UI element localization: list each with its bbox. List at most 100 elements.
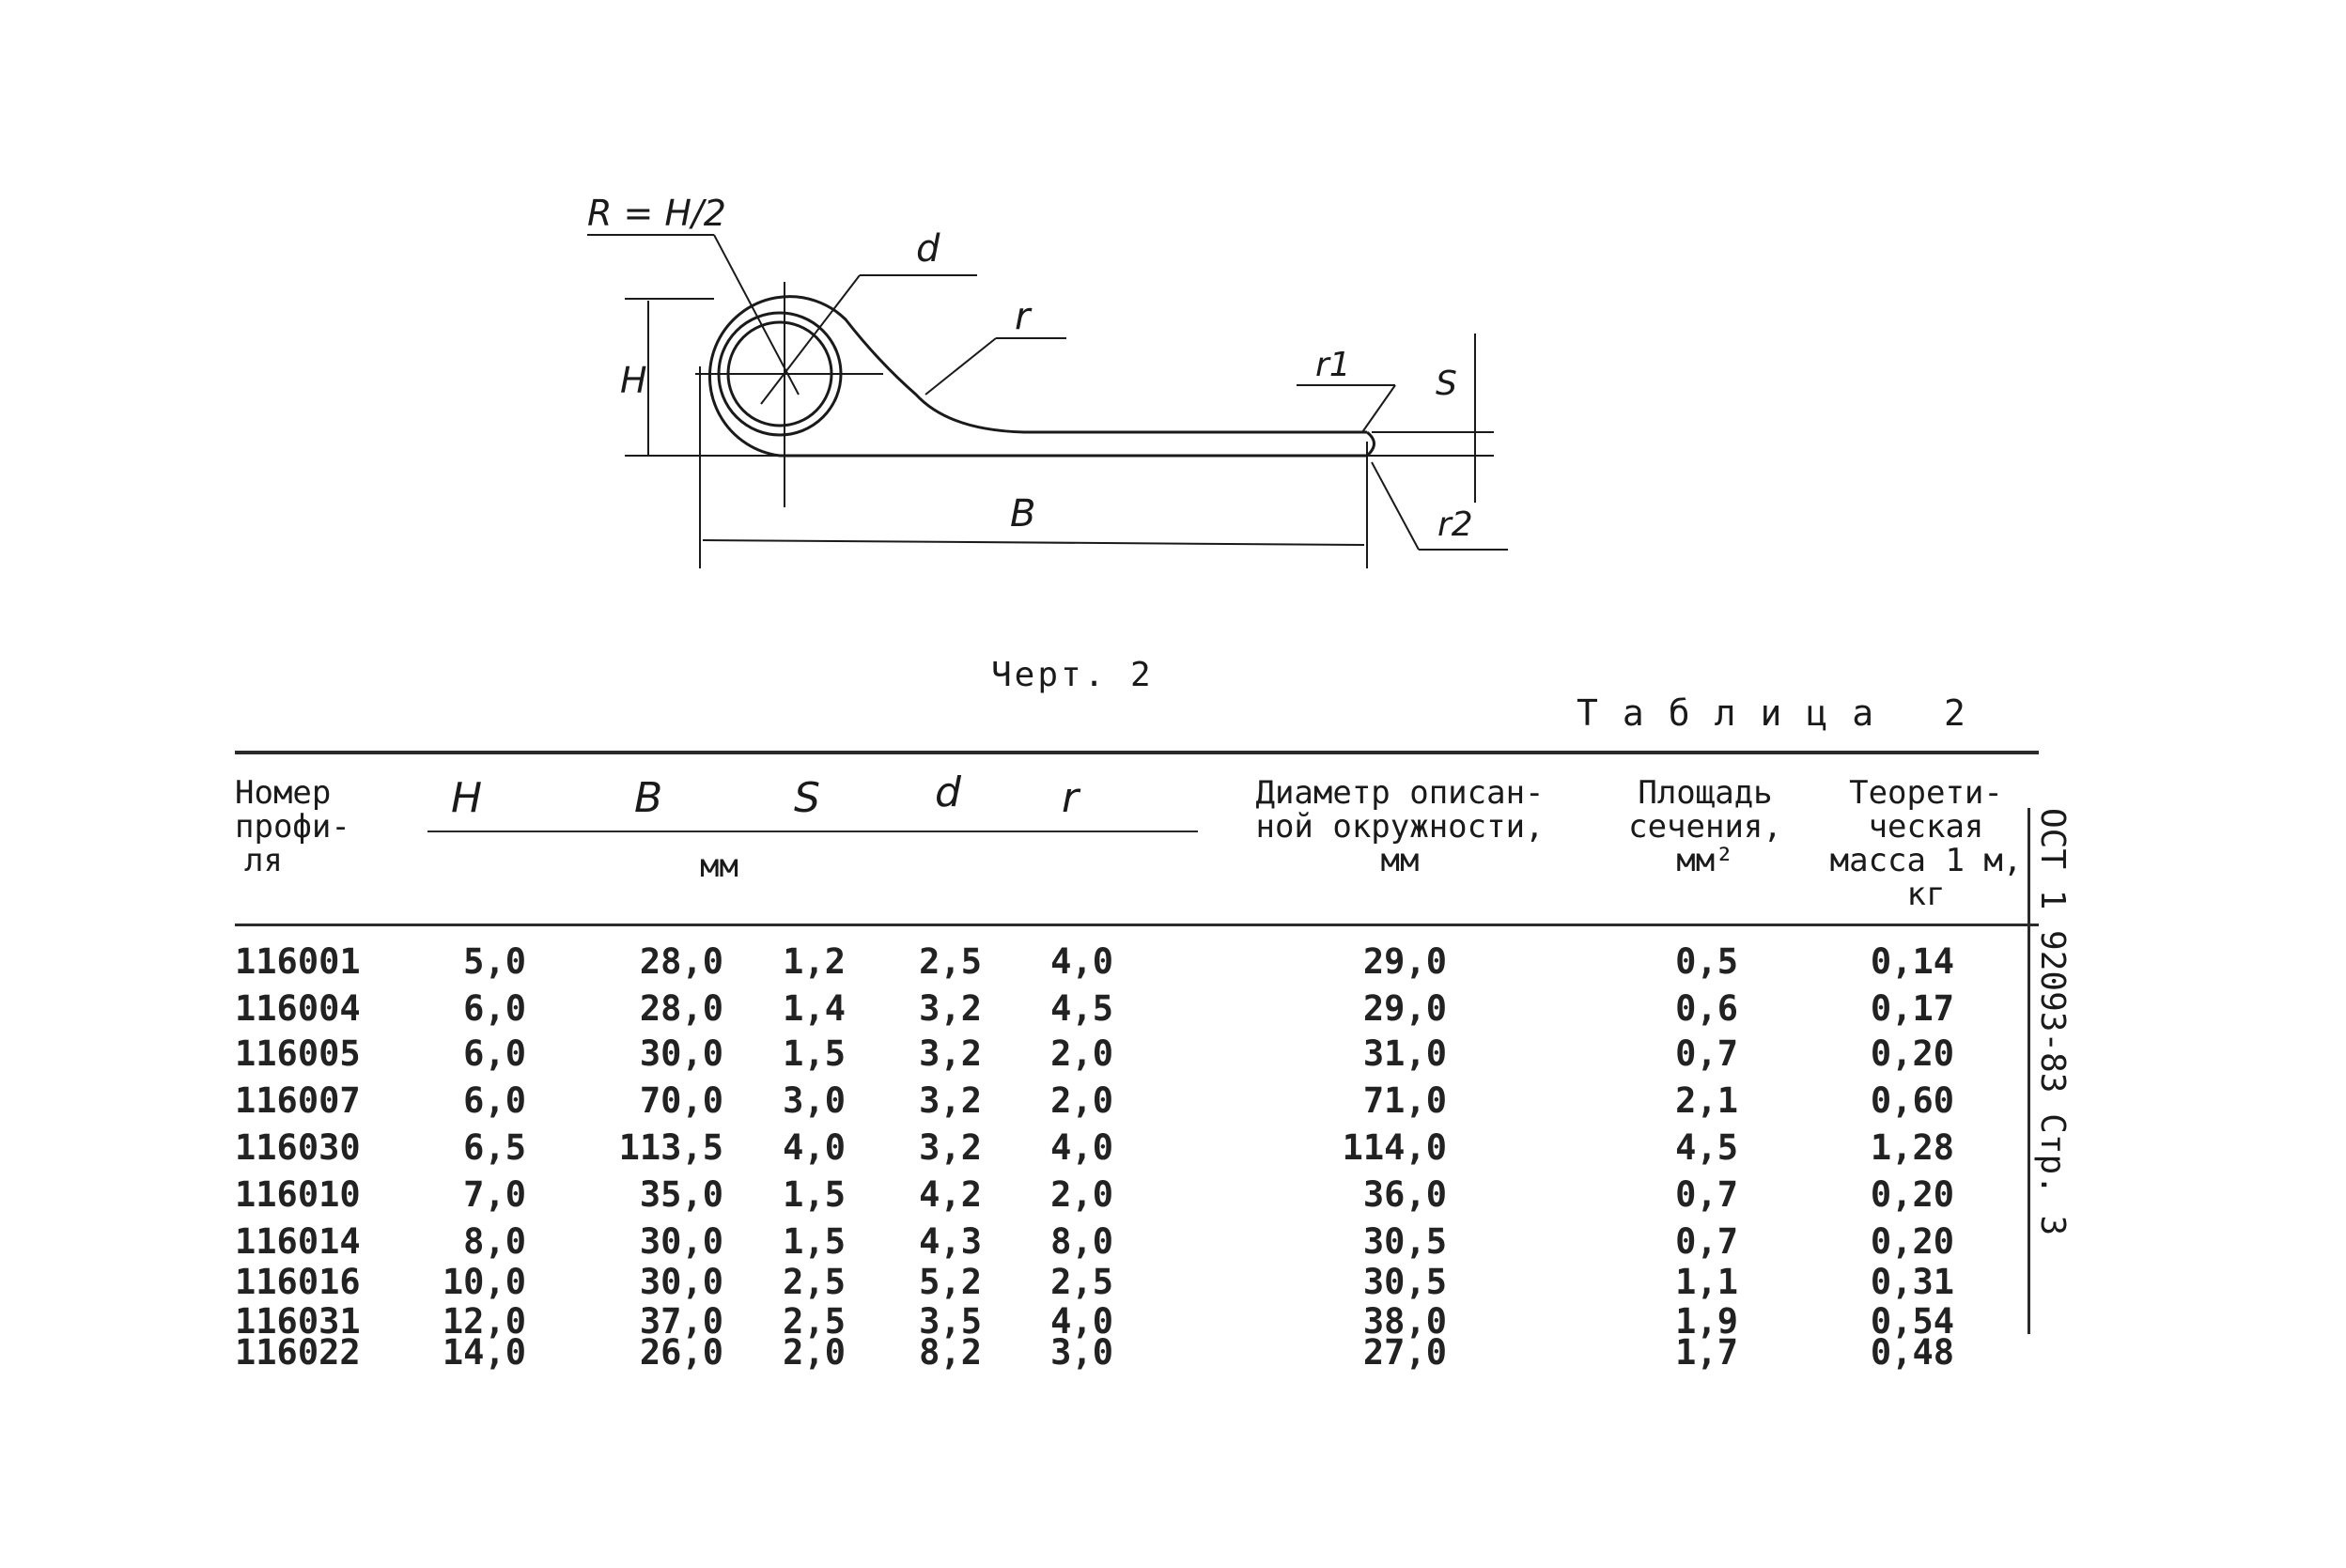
profile-number: 116005 xyxy=(235,1033,361,1074)
r-value: 2,0 xyxy=(1050,1174,1113,1215)
diameter-value: 31,0 xyxy=(1362,1033,1447,1074)
label-b: B xyxy=(1010,492,1035,536)
profile-number: 116010 xyxy=(235,1174,361,1215)
r-value: 3,0 xyxy=(1050,1332,1113,1373)
mass-value: 0,60 xyxy=(1870,1080,1954,1121)
area-value: 0,5 xyxy=(1675,941,1738,982)
s-value: 4,0 xyxy=(783,1127,846,1168)
s-value: 2,5 xyxy=(783,1301,846,1342)
area-value: 1,9 xyxy=(1675,1301,1738,1342)
s-value: 2,5 xyxy=(783,1262,846,1302)
b-value: 70,0 xyxy=(639,1080,723,1121)
profile-number: 116007 xyxy=(235,1080,361,1121)
s-value: 3,0 xyxy=(783,1080,846,1121)
mass-value: 1,28 xyxy=(1870,1127,1954,1168)
d-value: 5,2 xyxy=(919,1262,982,1302)
r-value: 2,0 xyxy=(1050,1080,1113,1121)
drawing-caption: Черт. 2 xyxy=(991,656,1154,694)
header-bottom-rule xyxy=(235,924,2039,926)
diameter-value: 27,0 xyxy=(1362,1332,1447,1373)
header-b: B xyxy=(634,774,663,822)
mass-value: 0,31 xyxy=(1870,1262,1954,1302)
diameter-value: 114,0 xyxy=(1342,1127,1447,1168)
r-value: 4,5 xyxy=(1050,988,1113,1029)
h-value: 7,0 xyxy=(463,1174,526,1215)
b-value: 26,0 xyxy=(639,1332,723,1373)
b-value: 30,0 xyxy=(639,1262,723,1302)
label-s: S xyxy=(1436,365,1457,403)
profile-number: 116016 xyxy=(235,1262,361,1302)
label-r1: r1 xyxy=(1315,346,1351,384)
r-value: 2,0 xyxy=(1050,1033,1113,1074)
h-value: 6,0 xyxy=(463,988,526,1029)
s-value: 1,2 xyxy=(783,941,846,982)
area-value: 1,1 xyxy=(1675,1262,1738,1302)
label-d: d xyxy=(916,227,940,271)
unit-rule xyxy=(427,831,1198,832)
area-value: 2,1 xyxy=(1675,1080,1738,1121)
s-value: 1,5 xyxy=(783,1221,846,1262)
profile-number: 116031 xyxy=(235,1301,361,1342)
h-value: 8,0 xyxy=(463,1221,526,1262)
d-value: 4,2 xyxy=(919,1174,982,1215)
area-value: 0,7 xyxy=(1675,1221,1738,1262)
b-value: 35,0 xyxy=(639,1174,723,1215)
label-r-h2: R = H/2 xyxy=(587,193,726,234)
h-value: 6,5 xyxy=(463,1127,526,1168)
diameter-value: 29,0 xyxy=(1362,988,1447,1029)
r-value: 4,0 xyxy=(1050,1127,1113,1168)
r-value: 4,0 xyxy=(1050,941,1113,982)
d-value: 2,5 xyxy=(919,941,982,982)
d-value: 3,5 xyxy=(919,1301,982,1342)
d-value: 3,2 xyxy=(919,1127,982,1168)
mass-value: 0,20 xyxy=(1870,1174,1954,1215)
table-title: Таблица 2 xyxy=(1577,692,1990,734)
profile-number: 116001 xyxy=(235,941,361,982)
table-top-rule xyxy=(235,751,2039,754)
header-r: r xyxy=(1062,774,1080,822)
r-value: 2,5 xyxy=(1050,1262,1113,1302)
s-value: 1,4 xyxy=(783,988,846,1029)
header-area: Площадь сечения, мм² xyxy=(1628,774,1782,879)
diameter-value: 71,0 xyxy=(1362,1080,1447,1121)
mass-value: 0,17 xyxy=(1870,988,1954,1029)
label-h: H xyxy=(620,360,647,401)
mass-value: 0,20 xyxy=(1870,1033,1954,1074)
side-document-code: ОСТ 1 92093-83 Стр. 3 xyxy=(2028,808,2072,1334)
area-value: 1,7 xyxy=(1675,1332,1738,1373)
area-value: 0,7 xyxy=(1675,1033,1738,1074)
h-value: 12,0 xyxy=(442,1301,526,1342)
h-value: 10,0 xyxy=(442,1262,526,1302)
s-value: 1,5 xyxy=(783,1033,846,1074)
profile-number: 116022 xyxy=(235,1332,361,1373)
area-value: 0,7 xyxy=(1675,1174,1738,1215)
d-value: 3,2 xyxy=(919,988,982,1029)
h-value: 6,0 xyxy=(463,1033,526,1074)
diameter-value: 36,0 xyxy=(1362,1174,1447,1215)
header-diameter: Диаметр описан- ной окружности, мм xyxy=(1255,774,1545,879)
header-s: S xyxy=(794,774,820,822)
r-value: 8,0 xyxy=(1050,1221,1113,1262)
diameter-value: 30,5 xyxy=(1362,1262,1447,1302)
r-value: 4,0 xyxy=(1050,1301,1113,1342)
area-value: 4,5 xyxy=(1675,1127,1738,1168)
mass-value: 0,14 xyxy=(1870,941,1954,982)
profile-number: 116030 xyxy=(235,1127,361,1168)
diameter-value: 38,0 xyxy=(1362,1301,1447,1342)
s-value: 1,5 xyxy=(783,1174,846,1215)
b-value: 28,0 xyxy=(639,941,723,982)
b-value: 30,0 xyxy=(639,1033,723,1074)
header-h: H xyxy=(451,774,483,822)
d-value: 4,3 xyxy=(919,1221,982,1262)
b-value: 113,5 xyxy=(618,1127,723,1168)
diameter-value: 30,5 xyxy=(1362,1221,1447,1262)
area-value: 0,6 xyxy=(1675,988,1738,1029)
label-r: r xyxy=(1015,295,1033,338)
header-mass: Теорети- ческая масса 1 м, кг xyxy=(1829,774,2023,913)
b-value: 37,0 xyxy=(639,1301,723,1342)
h-value: 5,0 xyxy=(463,941,526,982)
b-value: 30,0 xyxy=(639,1221,723,1262)
h-value: 14,0 xyxy=(442,1332,526,1373)
d-value: 3,2 xyxy=(919,1033,982,1074)
